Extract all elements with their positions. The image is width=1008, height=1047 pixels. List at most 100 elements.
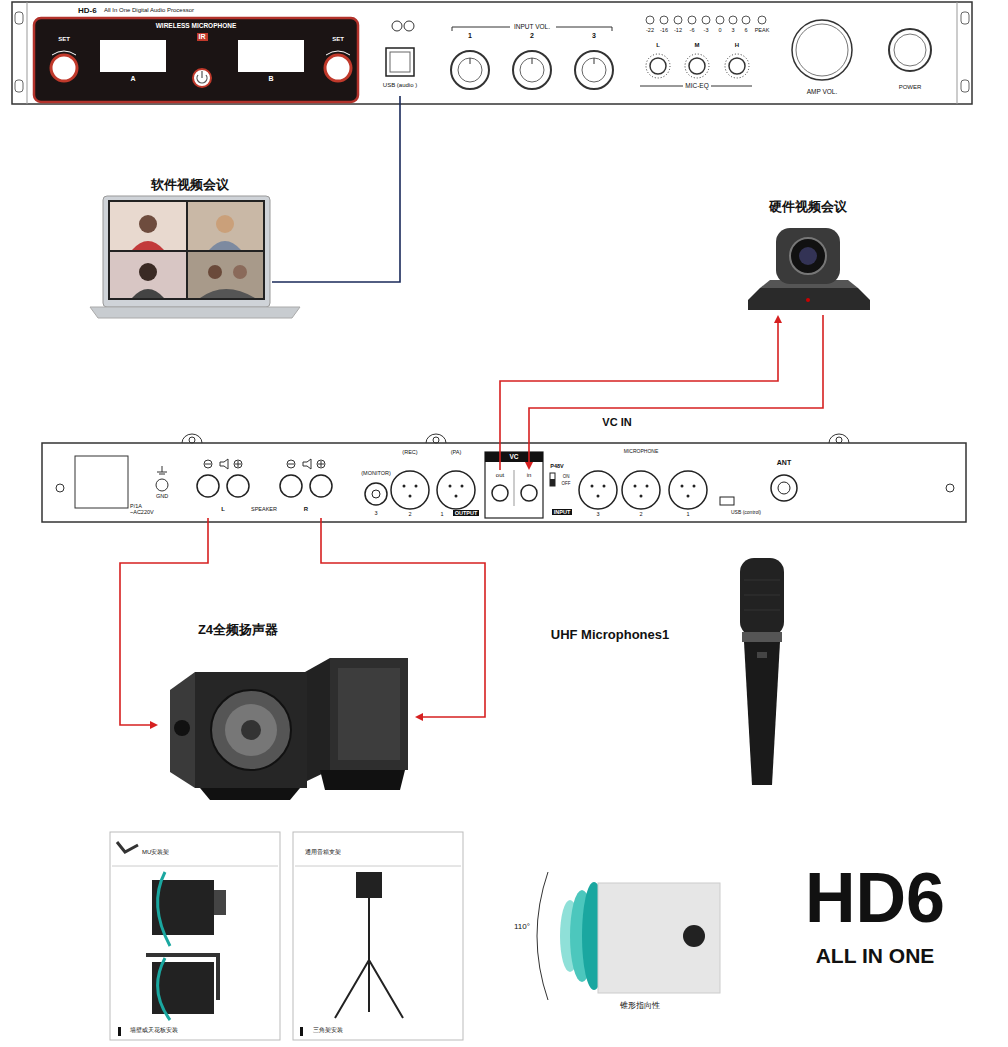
- node-text: USB (audio ): [383, 82, 417, 89]
- label: 3: [596, 511, 599, 517]
- tripod-panel-part: [356, 872, 382, 898]
- usb-port-part: [392, 21, 402, 31]
- label: -12: [674, 27, 682, 33]
- label: 3: [731, 27, 734, 33]
- wireless-panel-part: [193, 69, 211, 87]
- node-box: R: [277, 466, 335, 518]
- rear-panel-part: [437, 471, 475, 509]
- front-panel-part: [27, 2, 28, 104]
- label: 2: [530, 32, 534, 40]
- wireless-panel: [34, 18, 358, 102]
- rear-panel-part-part: [603, 485, 606, 488]
- rear-panel-part: [591, 485, 696, 498]
- front-panel: [12, 2, 972, 104]
- label: OUTPUT: [453, 510, 480, 516]
- rear-panel-part: [778, 482, 790, 494]
- label: 1: [440, 511, 443, 517]
- level-leds-part: [646, 16, 654, 24]
- coverage-cone-part: [598, 883, 720, 993]
- coverage-cone-part: [683, 925, 705, 947]
- speakers-part: [305, 658, 330, 782]
- label: 3: [592, 32, 596, 40]
- node-box: WIRELESS MICROPHONE: [34, 18, 358, 102]
- rear-panel-part: [197, 475, 332, 497]
- connector-line: [529, 315, 823, 462]
- tripod-panel-part: [295, 866, 461, 867]
- arrowhead: [150, 721, 158, 729]
- camera-part: [799, 247, 817, 265]
- rear-panel-part-part: [591, 485, 594, 488]
- node-text: 软件视频会议: [151, 178, 229, 193]
- usb-port: [386, 21, 414, 76]
- label: IR: [197, 33, 208, 41]
- rear-panel-part: [485, 452, 543, 518]
- label: PEAK: [755, 27, 770, 33]
- eq-knobs: [640, 54, 752, 86]
- label: P48V: [550, 463, 563, 469]
- node-text: R: [304, 506, 308, 513]
- input-knobs-part: [451, 51, 489, 89]
- label: 锥形指向性: [620, 1001, 660, 1010]
- input-knobs-part: [532, 58, 533, 64]
- node-box: in: [516, 470, 542, 506]
- arrowhead: [525, 462, 533, 470]
- rear-panel-part: [579, 471, 707, 509]
- rear-panel-part-part: [409, 495, 412, 498]
- microphone-part: [744, 642, 780, 785]
- tripod-panel-part: [335, 898, 403, 1018]
- rear-panel-part-part: [235, 461, 241, 467]
- eq-knobs-part: [646, 54, 670, 78]
- speakers: [170, 658, 408, 800]
- rear-panel-part: [182, 434, 849, 443]
- eq-knobs-part: [650, 58, 666, 74]
- eq-knobs-part: [689, 58, 705, 74]
- front-panel-part: [961, 12, 969, 24]
- rear-panel-part-part: [579, 471, 617, 509]
- node-text: 硬件视频会议: [769, 200, 847, 215]
- label: H: [735, 42, 739, 49]
- laptop-part: [233, 265, 247, 279]
- node-text: MU安装架: [142, 849, 169, 856]
- node-text: HD-6: [78, 6, 97, 15]
- front-panel-part: [957, 2, 958, 104]
- usb-port-part: [386, 48, 414, 76]
- rear-panel-part: [946, 484, 954, 492]
- tripod-panel-part: [293, 832, 463, 1040]
- mount-panel: [110, 832, 280, 1040]
- node-box: out: [487, 470, 513, 506]
- mount-panel-part: [118, 1027, 121, 1036]
- rear-panel-part-part: [280, 475, 302, 497]
- label: POWER: [899, 84, 922, 91]
- rear-panel-part-part: [205, 464, 211, 465]
- laptop-part: [139, 215, 157, 233]
- input-knobs-part: [513, 51, 551, 89]
- rear-panel-part: [156, 479, 168, 491]
- rear-panel-part-part: [318, 461, 324, 467]
- rear-panel-part: [56, 484, 64, 492]
- input-knobs-part: [556, 27, 612, 28]
- label: AMP VOL.: [807, 88, 838, 95]
- rear-panel-part-part: [681, 485, 684, 488]
- node-text: out: [496, 472, 504, 479]
- rear-panel-part-part: [403, 485, 406, 488]
- speakers-part: [211, 690, 291, 770]
- wireless-panel-part: [100, 40, 166, 72]
- rear-panel-part-part: [234, 460, 242, 468]
- label: HD6: [805, 858, 945, 939]
- microphone-part: [742, 632, 782, 642]
- rear-panel-part: [189, 437, 195, 443]
- label: 1: [468, 32, 472, 40]
- label: -22: [646, 27, 654, 33]
- label: MICROPHONE: [624, 449, 658, 455]
- camera-part: [806, 298, 810, 302]
- laptop-part: [188, 252, 263, 298]
- level-leds-part: [688, 16, 696, 24]
- label: (PA): [451, 449, 462, 455]
- label: USB (control): [731, 510, 761, 516]
- microphone-part: [757, 652, 767, 658]
- mount-panel-part: [110, 832, 280, 1040]
- label: -6: [690, 27, 695, 33]
- rear-panel-part: [433, 437, 439, 443]
- connector: [120, 518, 208, 729]
